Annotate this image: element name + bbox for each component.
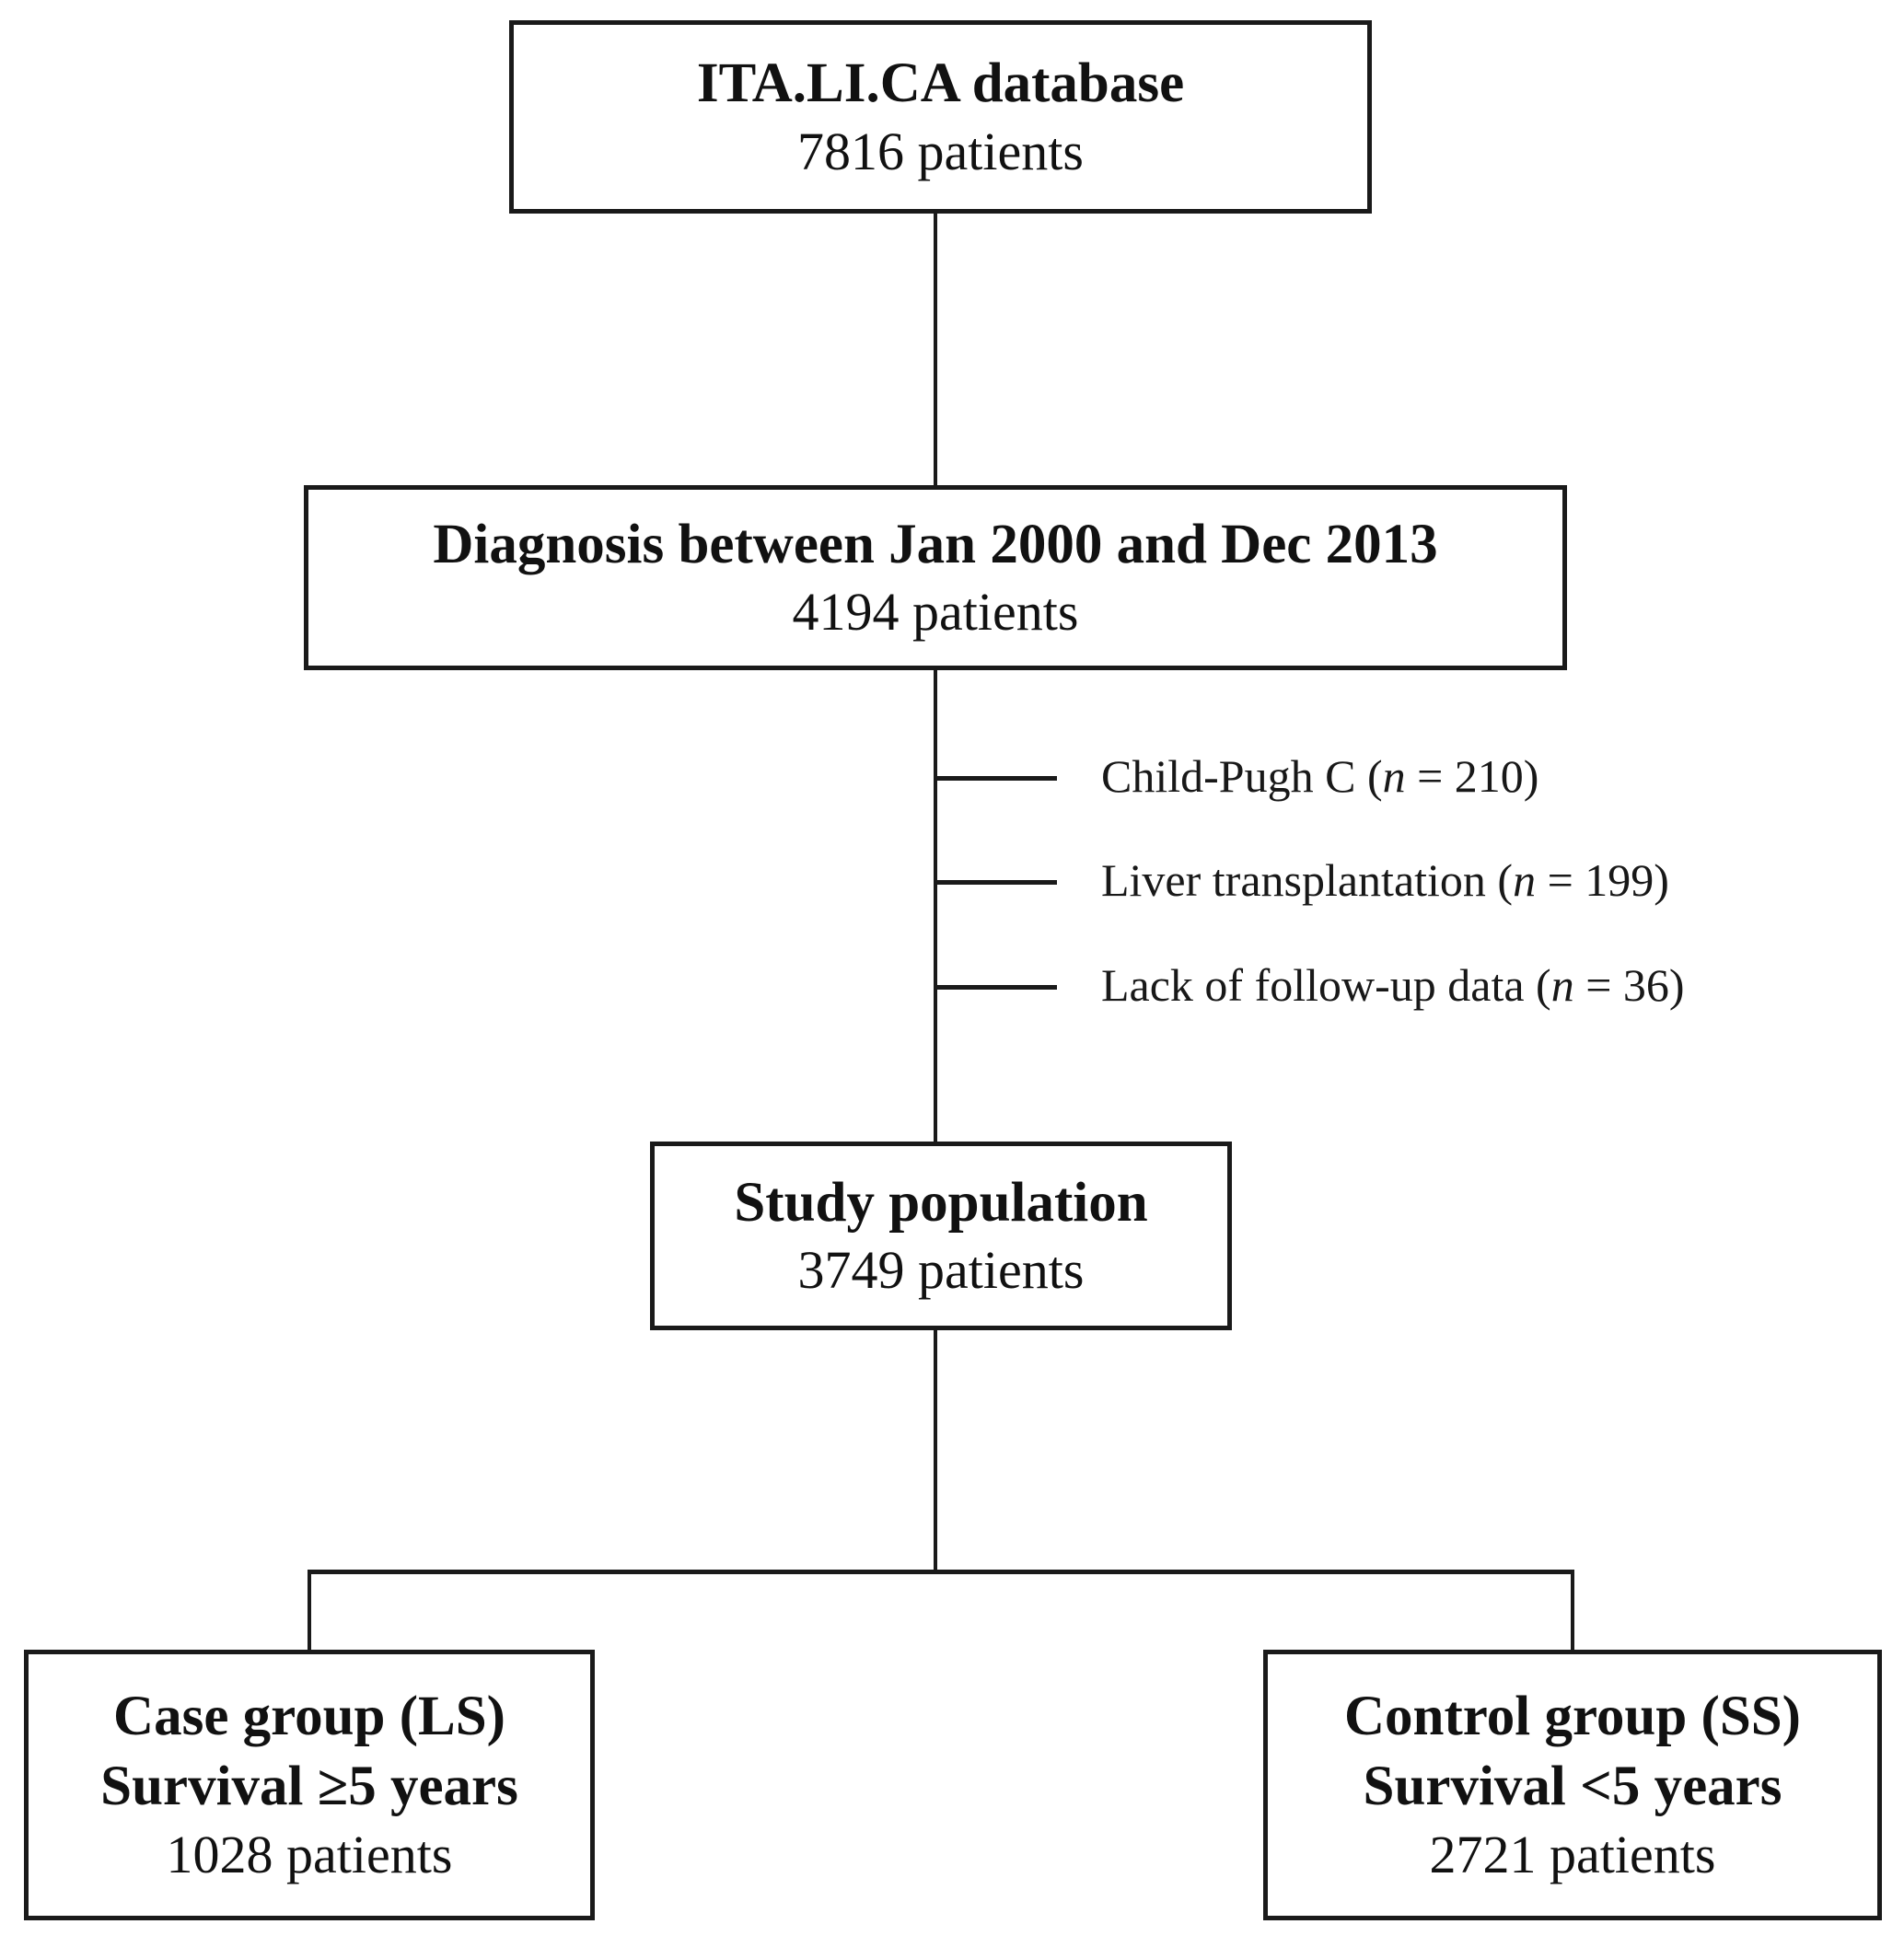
- exclusion-1-n-symbol: n: [1382, 750, 1406, 802]
- exclusion-2-n-symbol: n: [1513, 854, 1537, 906]
- flow-box-database: ITA.LI.CA database 7816 patients: [509, 20, 1372, 214]
- exclusion-2-text: Liver transplantation (: [1101, 854, 1514, 906]
- exclusion-3-eq: =: [1573, 959, 1623, 1011]
- control-group-survival: Survival <5 years: [1363, 1756, 1782, 1818]
- exclusion-1-text: Child-Pugh C (: [1101, 750, 1383, 802]
- flow-box-case-group: Case group (LS) Survival ≥5 years 1028 p…: [24, 1650, 595, 1920]
- branch-tick-exclusion-3: [935, 985, 1057, 990]
- database-count: 7816 patients: [797, 121, 1084, 181]
- exclusion-label-lack-follow-up: Lack of follow-up data (n = 36): [1101, 957, 1685, 1013]
- exclusion-1-value: 210): [1454, 750, 1539, 802]
- study-count: 3749 patients: [797, 1240, 1085, 1301]
- branch-tick-exclusion-2: [935, 880, 1057, 885]
- control-group-title: Control group (SS): [1343, 1686, 1801, 1748]
- case-group-count: 1028 patients: [166, 1824, 453, 1884]
- diagnosis-count: 4194 patients: [792, 582, 1079, 643]
- exclusion-3-text: Lack of follow-up data (: [1101, 959, 1551, 1011]
- diagnosis-title: Diagnosis between Jan 2000 and Dec 2013: [433, 513, 1438, 575]
- exclusion-3-value: 36): [1622, 959, 1685, 1011]
- exclusion-1-eq: =: [1405, 750, 1455, 802]
- split-drop-left: [308, 1570, 311, 1652]
- case-group-title: Case group (LS): [113, 1686, 505, 1748]
- database-title: ITA.LI.CA database: [696, 52, 1185, 115]
- flow-box-diagnosis-period: Diagnosis between Jan 2000 and Dec 2013 …: [304, 485, 1567, 670]
- connector-study-to-split: [934, 1328, 937, 1573]
- exclusion-label-liver-transplantation: Liver transplantation (n = 199): [1101, 852, 1669, 908]
- connector-database-to-diagnosis: [934, 212, 937, 487]
- split-drop-right: [1571, 1570, 1574, 1652]
- case-group-survival: Survival ≥5 years: [100, 1756, 518, 1818]
- branch-tick-exclusion-1: [935, 776, 1057, 781]
- control-group-count: 2721 patients: [1429, 1824, 1716, 1884]
- exclusion-3-n-symbol: n: [1550, 959, 1574, 1011]
- exclusion-label-child-pugh: Child-Pugh C (n = 210): [1101, 748, 1538, 804]
- study-title: Study population: [734, 1171, 1148, 1234]
- exclusion-2-value: 199): [1585, 854, 1669, 906]
- split-horizontal-line: [308, 1570, 1574, 1574]
- flow-box-study-population: Study population 3749 patients: [650, 1142, 1232, 1330]
- flow-box-control-group: Control group (SS) Survival <5 years 272…: [1263, 1650, 1882, 1920]
- exclusion-2-eq: =: [1536, 854, 1585, 906]
- connector-diagnosis-to-study: [934, 668, 937, 1143]
